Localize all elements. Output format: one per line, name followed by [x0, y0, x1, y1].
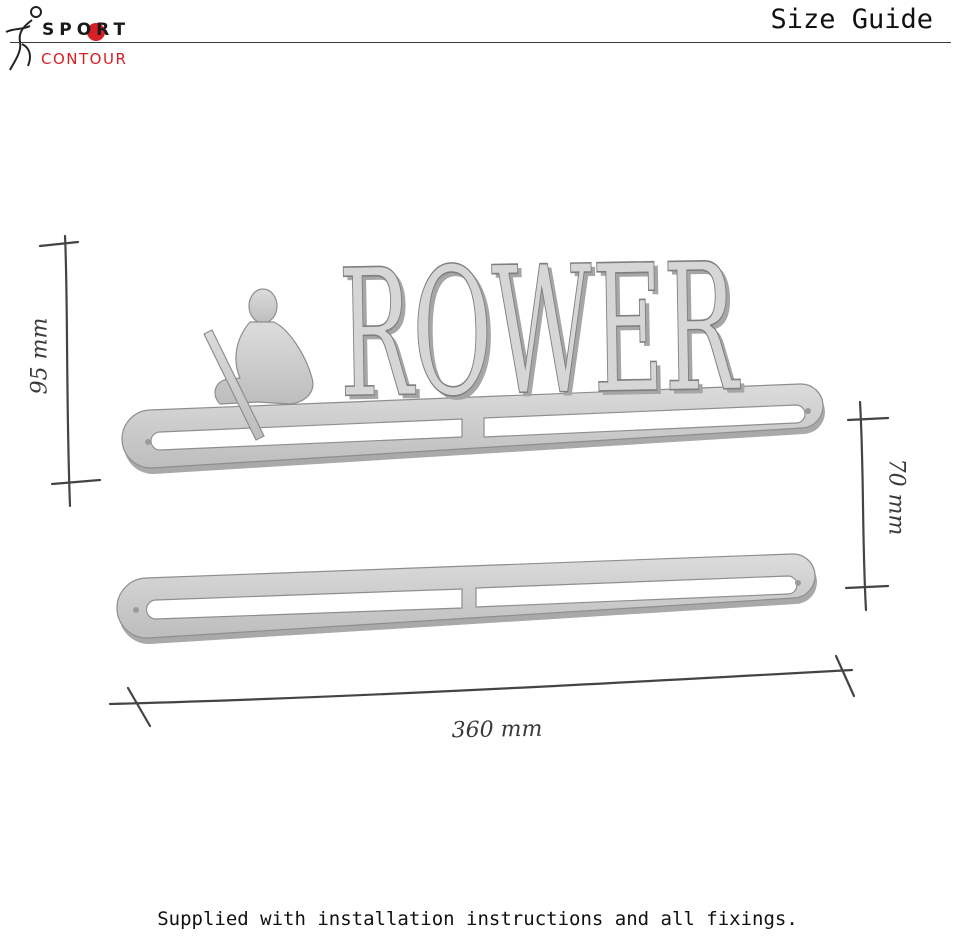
- page-title: Size Guide: [770, 4, 933, 35]
- height-dimension-line: [38, 234, 102, 508]
- width-dimension-line: [108, 654, 856, 728]
- bottom-hanger-bar: [116, 553, 818, 645]
- logo-word-contour: CONTOUR: [41, 50, 128, 68]
- footer-note: Supplied with installation instructions …: [157, 908, 798, 930]
- sign-text: ROWER: [337, 225, 741, 437]
- header-divider: [10, 42, 951, 43]
- height-dimension-label: 95 mm: [27, 317, 53, 395]
- rower-silhouette-icon: [203, 288, 314, 441]
- logo-word-sport: SPORT: [42, 20, 131, 40]
- brand-logo: SPORT CONTOUR: [2, 2, 162, 72]
- depth-dimension-line: [844, 400, 890, 612]
- width-dimension-label: 360 mm: [451, 716, 543, 744]
- top-hanger-bar: [121, 383, 826, 475]
- depth-dimension-label: 70 mm: [883, 458, 909, 536]
- red-dot-icon: [87, 23, 105, 41]
- sign-text-shadow: ROWER: [341, 229, 745, 441]
